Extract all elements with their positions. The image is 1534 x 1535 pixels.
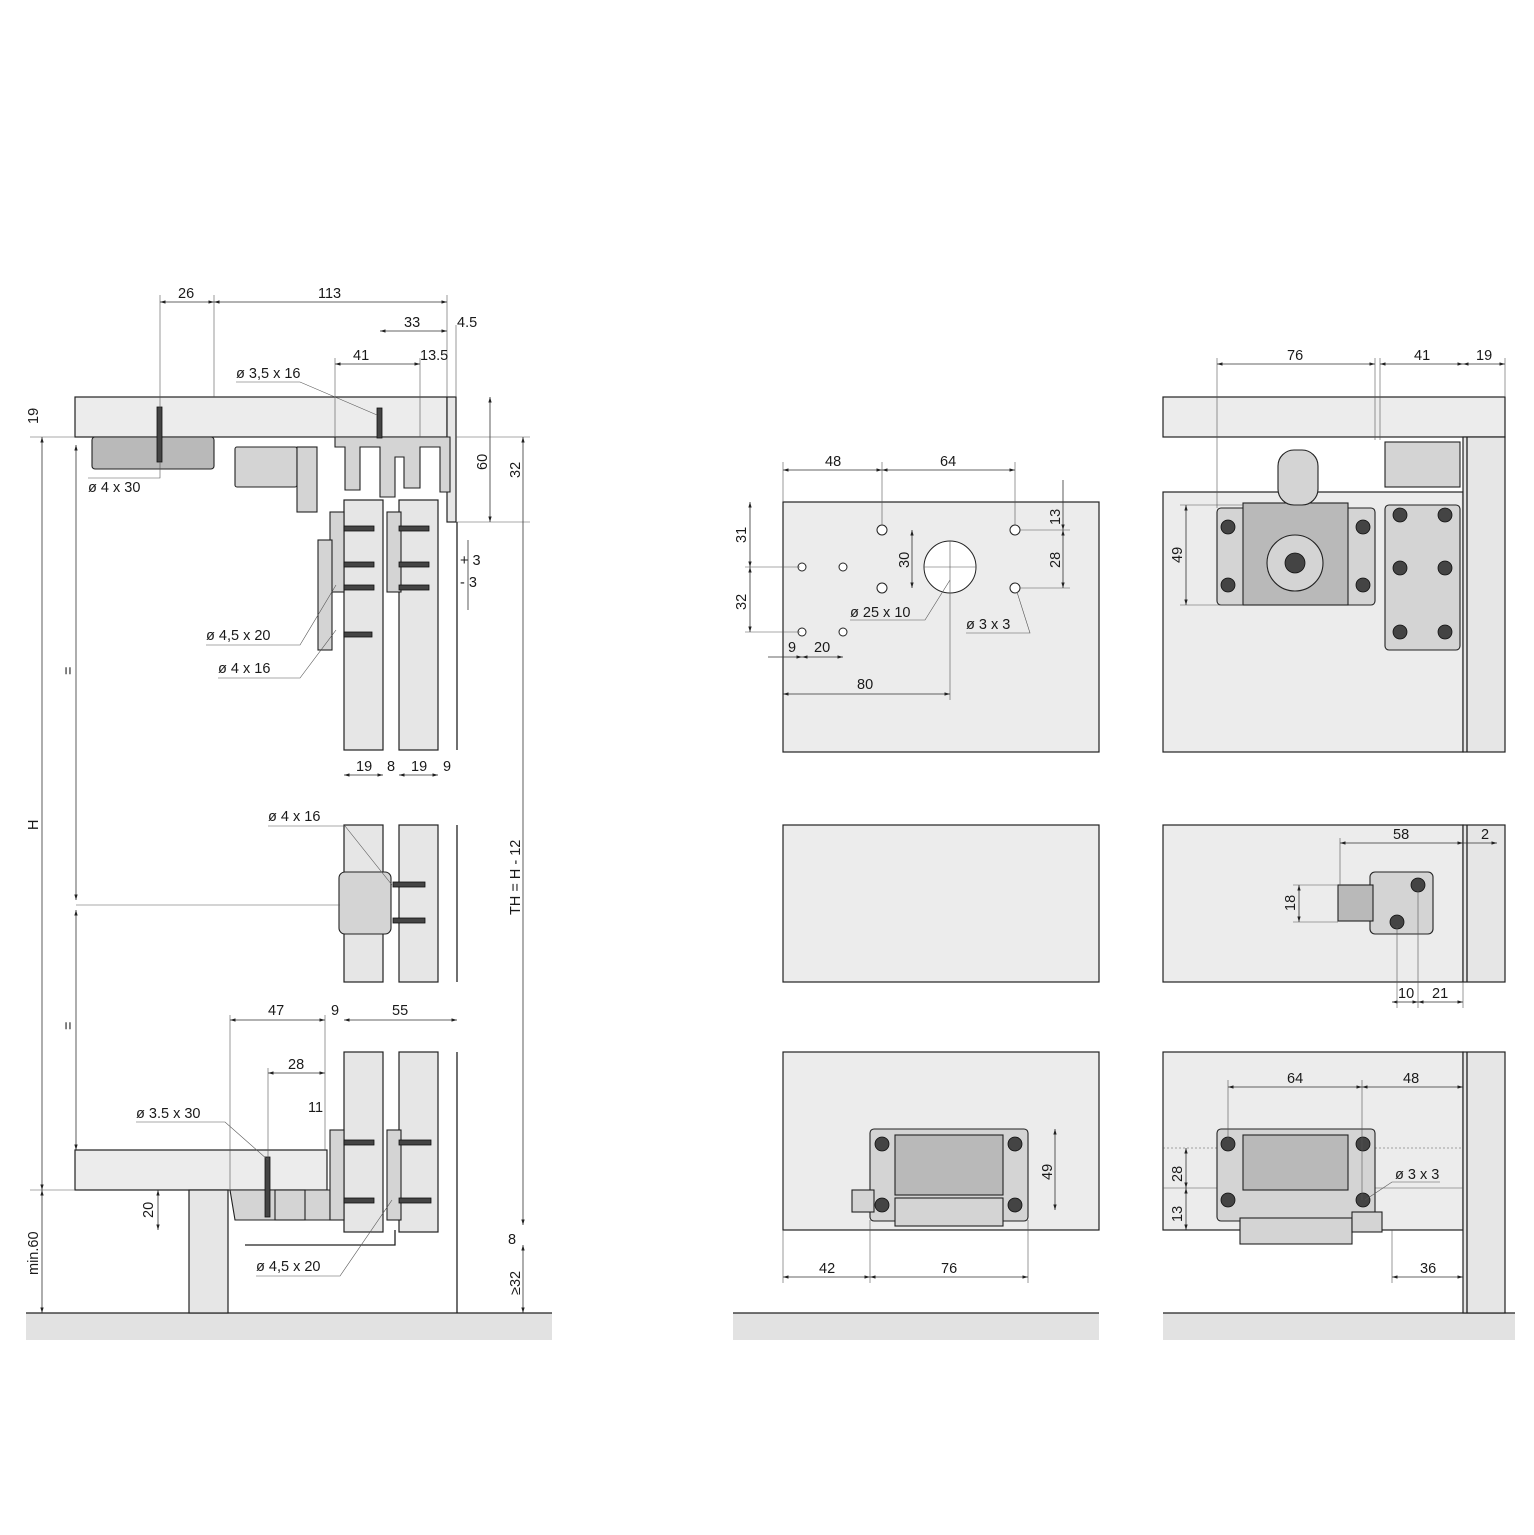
right-dim-2: 2 bbox=[1481, 827, 1489, 843]
mid-dim-20: 20 bbox=[814, 640, 830, 656]
dim-ge32: ≥32 bbox=[508, 1271, 524, 1295]
dim-9-b: 9 bbox=[331, 1003, 339, 1019]
dim-minus3: - 3 bbox=[460, 575, 477, 591]
mid-dim-30: 30 bbox=[897, 552, 913, 568]
middle-drilling-view: 48 64 31 30 13 28 32 9 20 80 ø 25 x 10 ø… bbox=[734, 454, 1100, 1283]
dim-20: 20 bbox=[141, 1202, 157, 1218]
dim-55: 55 bbox=[392, 1003, 408, 1019]
top-board bbox=[74, 396, 448, 438]
dim-47: 47 bbox=[268, 1003, 284, 1019]
right-dim-10: 10 bbox=[1398, 986, 1414, 1002]
mid-dim-31: 31 bbox=[734, 527, 750, 543]
right-fitting-view: 76 41 19 49 58 2 18 10 21 bbox=[1162, 348, 1506, 1314]
mid-dim-76: 76 bbox=[941, 1261, 957, 1277]
mid-dim-48: 48 bbox=[825, 454, 841, 470]
left-section-view: 26 113 33 4.5 41 13.5 60 32 + 3 - 3 TH =… bbox=[26, 286, 530, 1314]
floor-strips bbox=[26, 1312, 1515, 1340]
dim-13-5: 13.5 bbox=[420, 348, 448, 364]
mid-dim-42: 42 bbox=[819, 1261, 835, 1277]
screws-upper bbox=[156, 406, 430, 638]
mid-dim-49: 49 bbox=[1040, 1164, 1056, 1180]
dim-19-top: 19 bbox=[26, 408, 42, 424]
screw-label-4-5x20-a: ø 4,5 x 20 bbox=[206, 628, 270, 644]
mid-dim-28: 28 bbox=[1048, 552, 1064, 568]
screw-label-4-5x20-b: ø 4,5 x 20 bbox=[256, 1259, 320, 1275]
right-dim-76: 76 bbox=[1287, 348, 1303, 364]
right-dim-49: 49 bbox=[1170, 547, 1186, 563]
right-dim-18: 18 bbox=[1283, 895, 1299, 911]
dim-11: 11 bbox=[308, 1100, 323, 1116]
door-panel-back-upper bbox=[398, 499, 439, 751]
door-panel-front-upper bbox=[343, 499, 384, 751]
right-dim-64: 64 bbox=[1287, 1071, 1303, 1087]
dim-plus3: + 3 bbox=[460, 553, 481, 569]
dim-41: 41 bbox=[353, 348, 369, 364]
mid-dim-9: 9 bbox=[788, 640, 796, 656]
middle-top-panel bbox=[782, 501, 1100, 753]
right-dim-48: 48 bbox=[1403, 1071, 1419, 1087]
mid-dim-80: 80 bbox=[857, 677, 873, 693]
mid-dim-32: 32 bbox=[734, 594, 750, 610]
screw-label-4x16-a: ø 4 x 16 bbox=[218, 661, 270, 677]
mid-dim-64: 64 bbox=[940, 454, 956, 470]
dim-min60: min.60 bbox=[26, 1231, 42, 1275]
dim-60: 60 bbox=[475, 454, 491, 470]
bore-label-3x3: ø 3 x 3 bbox=[966, 617, 1010, 633]
guide-block bbox=[338, 871, 392, 935]
dim-8-a: 8 bbox=[387, 759, 395, 775]
screw-label-3-5x16: ø 3,5 x 16 bbox=[236, 366, 300, 382]
dim-33: 33 bbox=[404, 315, 420, 331]
right-dim-36: 36 bbox=[1420, 1261, 1436, 1277]
right-dim-41: 41 bbox=[1414, 348, 1430, 364]
screw-label-4x30: ø 4 x 30 bbox=[88, 480, 140, 496]
dim-113: 113 bbox=[318, 286, 341, 302]
dim-8: 8 bbox=[508, 1232, 516, 1248]
dim-eq-1: = bbox=[61, 667, 77, 675]
dim-28-a: 28 bbox=[288, 1057, 304, 1073]
dim-H: H bbox=[26, 820, 42, 830]
dim-9-a: 9 bbox=[443, 759, 451, 775]
right-label-3x3: ø 3 x 3 bbox=[1395, 1167, 1439, 1183]
right-dim-58: 58 bbox=[1393, 827, 1409, 843]
middle-mid-panel bbox=[782, 824, 1100, 983]
dim-19-a: 19 bbox=[356, 759, 372, 775]
dim-4-5: 4.5 bbox=[457, 315, 477, 331]
dim-19-b: 19 bbox=[411, 759, 427, 775]
damper-housing bbox=[91, 436, 215, 470]
dim-32: 32 bbox=[508, 462, 524, 478]
bottom-board bbox=[74, 1149, 328, 1191]
dim-eq-2: = bbox=[61, 1022, 77, 1030]
screw-label-4x16-b: ø 4 x 16 bbox=[268, 809, 320, 825]
mid-dim-13: 13 bbox=[1048, 509, 1064, 525]
screw-label-3-5x30: ø 3.5 x 30 bbox=[136, 1106, 200, 1122]
right-dim-13: 13 bbox=[1170, 1206, 1186, 1222]
bore-label-25x10: ø 25 x 10 bbox=[850, 605, 910, 621]
dim-26: 26 bbox=[178, 286, 194, 302]
right-dim-28: 28 bbox=[1170, 1166, 1186, 1182]
right-dim-19: 19 bbox=[1476, 348, 1492, 364]
dim-th: TH = H - 12 bbox=[508, 840, 524, 915]
right-dim-21: 21 bbox=[1432, 986, 1448, 1002]
